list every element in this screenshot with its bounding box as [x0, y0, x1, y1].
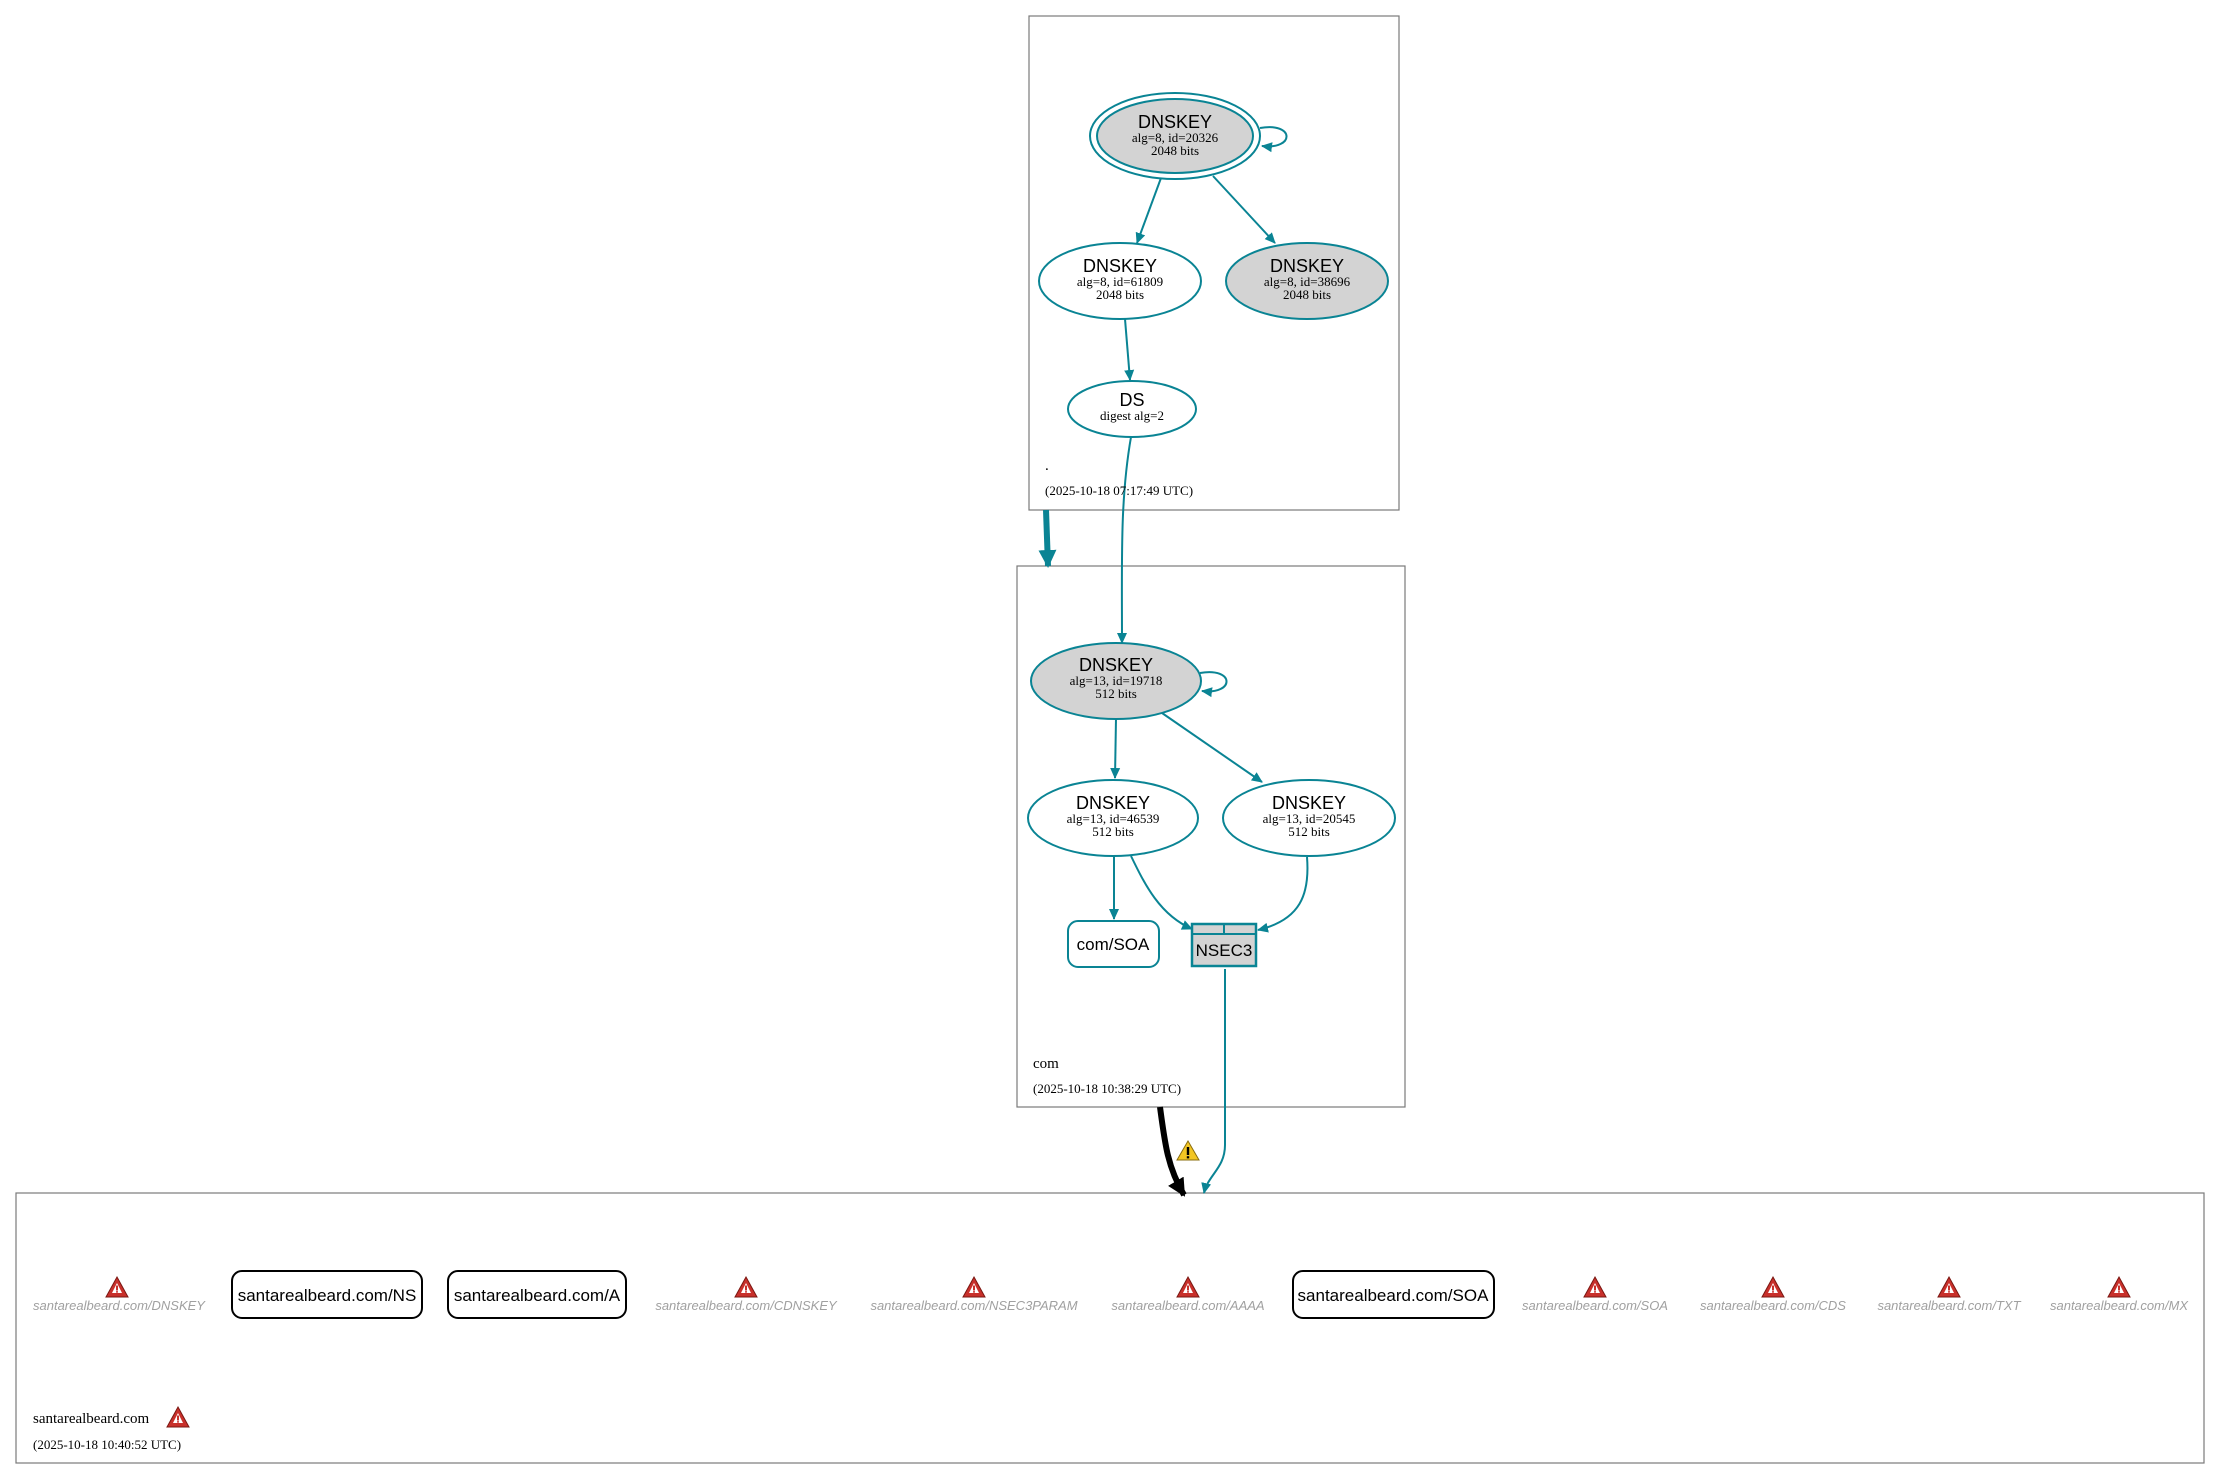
warning-icon [1761, 1276, 1785, 1298]
warning-icon [1937, 1276, 1961, 1298]
missing-record-label: santarealbeard.com/NSEC3PARAM [870, 1298, 1077, 1313]
node-alg-id: alg=8, id=61809 [1077, 274, 1163, 289]
node-root-dnskey-38696[interactable]: DNSKEY alg=8, id=38696 2048 bits [1225, 242, 1389, 320]
edge-root-ksk-to-zsk [1135, 177, 1162, 244]
edge-com-ksk-to-zsk2 [1161, 712, 1263, 783]
zone-root-name: . [1045, 458, 1049, 474]
edge-nsec3-to-domain [1201, 969, 1226, 1194]
missing-record-label: santarealbeard.com/CDNSKEY [655, 1298, 838, 1313]
zone-com-timestamp: (2025-10-18 10:38:29 UTC) [1033, 1081, 1181, 1096]
missing-record-soa[interactable]: santarealbeard.com/SOA [1522, 1276, 1668, 1313]
missing-record-mx[interactable]: santarealbeard.com/MX [2050, 1276, 2189, 1313]
node-alg-id: alg=13, id=19718 [1070, 673, 1163, 688]
edge-delegation-com-domain [1157, 1106, 1187, 1197]
node-title: DNSKEY [1138, 112, 1212, 132]
zone-domain-timestamp: (2025-10-18 10:40:52 UTC) [33, 1437, 181, 1452]
edge-com-ksk-to-zsk1 [1110, 717, 1121, 779]
node-digest: digest alg=2 [1100, 408, 1164, 423]
warning-icon [105, 1276, 129, 1298]
missing-record-txt[interactable]: santarealbeard.com/TXT [1877, 1276, 2022, 1313]
missing-record-label: santarealbeard.com/AAAA [1111, 1298, 1264, 1313]
node-com-dnskey-46539[interactable]: DNSKEY alg=13, id=46539 512 bits [1027, 779, 1199, 857]
node-title: DNSKEY [1079, 655, 1153, 675]
missing-record-aaaa[interactable]: santarealbeard.com/AAAA [1111, 1276, 1265, 1313]
record-ns[interactable]: santarealbeard.com/NS [231, 1270, 423, 1319]
node-bits: 2048 bits [1283, 287, 1331, 302]
warning-icon [1176, 1140, 1200, 1161]
edge-root-ksk-to-key3 [1212, 175, 1276, 244]
warning-icon [1583, 1276, 1607, 1298]
zone-domain-box [15, 1192, 2205, 1464]
edge-delegation-root-com [1038, 509, 1057, 568]
node-alg-id: alg=8, id=20326 [1132, 130, 1219, 145]
missing-record-label: santarealbeard.com/SOA [1522, 1298, 1668, 1313]
node-title: DNSKEY [1076, 793, 1150, 813]
edge-ds-to-com-ksk [1116, 436, 1132, 644]
node-root-dnskey-ksk[interactable]: DNSKEY alg=8, id=20326 2048 bits [1089, 92, 1261, 180]
node-root-dnskey-zsk[interactable]: DNSKEY alg=8, id=61809 2048 bits [1038, 242, 1202, 320]
record-label: santarealbeard.com/SOA [1298, 1286, 1490, 1305]
edge-root-ksk-self [1259, 126, 1288, 153]
node-title: DNSKEY [1270, 256, 1344, 276]
zone-com-box [1016, 565, 1406, 1108]
zone-domain-name: santarealbeard.com [33, 1411, 150, 1427]
node-bits: 512 bits [1092, 824, 1134, 839]
warning-icon [166, 1406, 190, 1428]
missing-record-label: santarealbeard.com/MX [2050, 1298, 2189, 1313]
node-com-soa[interactable]: com/SOA [1067, 920, 1160, 968]
node-title: DNSKEY [1272, 793, 1346, 813]
edge-root-zsk-to-ds [1124, 318, 1135, 381]
warning-icon [2107, 1276, 2131, 1298]
node-com-nsec3[interactable]: NSEC3 [1190, 922, 1258, 968]
node-bits: 512 bits [1288, 824, 1330, 839]
edge-com-ksk-self [1199, 671, 1228, 698]
edge-com-zsk1-to-nsec3 [1130, 855, 1193, 930]
missing-record-cds[interactable]: santarealbeard.com/CDS [1700, 1276, 1846, 1313]
node-bits: 512 bits [1095, 686, 1137, 701]
node-label: NSEC3 [1196, 941, 1253, 960]
record-a[interactable]: santarealbeard.com/A [447, 1270, 627, 1319]
edge-com-zsk2-to-nsec3 [1257, 856, 1309, 933]
node-com-dnskey-ksk[interactable]: DNSKEY alg=13, id=19718 512 bits [1030, 642, 1202, 720]
node-label: com/SOA [1077, 935, 1150, 954]
warning-icon [734, 1276, 758, 1298]
missing-record-nsec3param[interactable]: santarealbeard.com/NSEC3PARAM [870, 1276, 1078, 1313]
zone-root-timestamp: (2025-10-18 07:17:49 UTC) [1045, 483, 1193, 498]
zone-com-name: com [1033, 1056, 1059, 1072]
record-label: santarealbeard.com/A [454, 1286, 621, 1305]
node-alg-id: alg=8, id=38696 [1264, 274, 1351, 289]
node-root-ds[interactable]: DS digest alg=2 [1067, 380, 1197, 438]
node-title: DS [1119, 390, 1144, 410]
node-alg-id: alg=13, id=46539 [1067, 811, 1160, 826]
zone-root-box [1028, 15, 1400, 511]
warning-icon [962, 1276, 986, 1298]
missing-record-label: santarealbeard.com/CDS [1700, 1298, 1846, 1313]
missing-record-cdnskey[interactable]: santarealbeard.com/CDNSKEY [655, 1276, 838, 1313]
missing-record-label: santarealbeard.com/TXT [1877, 1298, 2021, 1313]
node-alg-id: alg=13, id=20545 [1263, 811, 1356, 826]
node-bits: 2048 bits [1151, 143, 1199, 158]
record-soa[interactable]: santarealbeard.com/SOA [1292, 1270, 1495, 1319]
missing-record-label: santarealbeard.com/DNSKEY [33, 1298, 206, 1313]
node-title: DNSKEY [1083, 256, 1157, 276]
record-label: santarealbeard.com/NS [238, 1286, 417, 1305]
node-com-dnskey-20545[interactable]: DNSKEY alg=13, id=20545 512 bits [1222, 779, 1396, 857]
node-bits: 2048 bits [1096, 287, 1144, 302]
missing-record-dnskey[interactable]: santarealbeard.com/DNSKEY [33, 1276, 206, 1313]
warning-icon [1176, 1276, 1200, 1298]
